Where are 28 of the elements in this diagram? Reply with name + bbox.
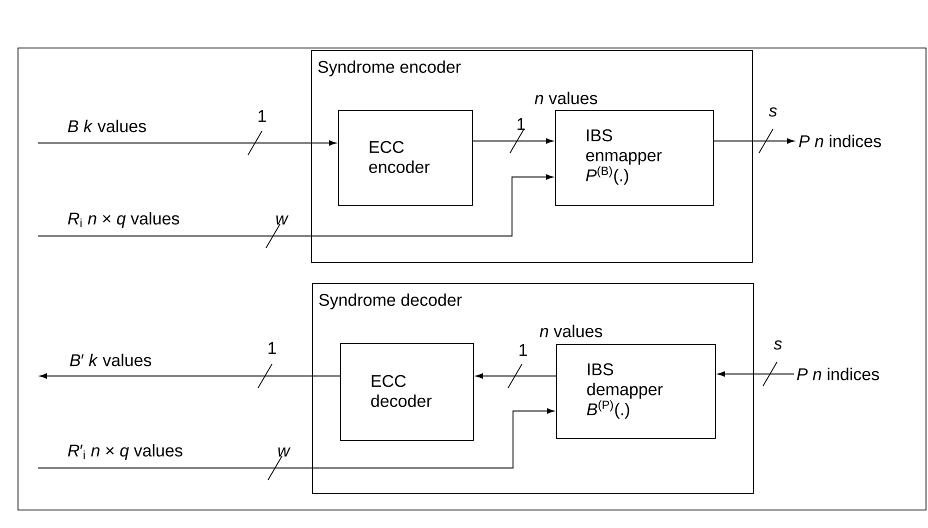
edge-label: B′ k values	[70, 354, 152, 366]
edge-label: n values	[540, 324, 602, 338]
arrow	[476, 373, 556, 379]
arrow	[472, 138, 554, 144]
signal-label: P n indices	[796, 368, 879, 380]
bus-width-label: 1	[268, 342, 276, 354]
process-box: IBS demapper B$^{(P)}$(.)	[556, 344, 716, 439]
process-box: ECC decoder	[340, 343, 474, 441]
arrow	[40, 373, 340, 379]
edge-label: R$_{i}$ n × q values	[68, 212, 180, 228]
bus-width-label: w	[276, 216, 289, 224]
bus-width-label: 1	[520, 344, 527, 356]
bus-width-label: w	[278, 448, 291, 456]
bus-width-label: 1	[258, 110, 266, 122]
bus-width-label: 1	[518, 118, 525, 130]
arrow	[38, 174, 554, 236]
signal-label: P n indices	[798, 134, 881, 148]
arrow	[38, 140, 336, 146]
edge-label: n values	[534, 92, 598, 104]
arrow	[38, 408, 554, 468]
arrow	[713, 138, 794, 144]
process-box: IBS enmapper P$^{(B)}$(.)	[555, 110, 714, 206]
bus-width-label: s	[768, 107, 777, 117]
edge-label: R′$_{i}$ n × q values	[68, 444, 182, 460]
process-box: ECC encoder	[338, 110, 473, 206]
arrow	[718, 371, 794, 377]
edge-label: B k values	[68, 120, 146, 132]
bus-width-label: s	[774, 340, 782, 350]
